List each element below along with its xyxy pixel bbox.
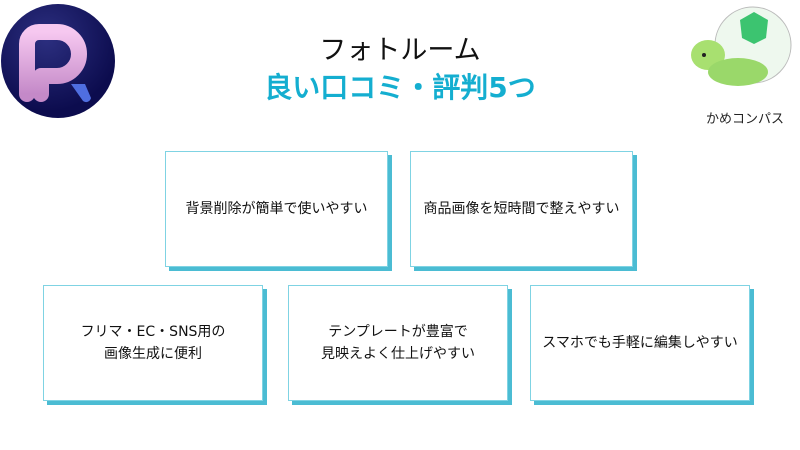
review-card: スマホでも手軽に編集しやすい (530, 285, 750, 401)
review-card: 背景削除が簡単で使いやすい (165, 151, 388, 267)
photoroom-logo (1, 4, 115, 118)
review-card: フリマ・EC・SNS用の 画像生成に便利 (43, 285, 263, 401)
brand-label: かめコンパス (705, 112, 784, 127)
photoroom-r-icon (19, 24, 91, 103)
review-card: テンプレートが豊富で 見映えよく仕上げやすい (288, 285, 508, 401)
turtle-compass-icon (691, 6, 792, 86)
page-subtitle: 良い口コミ・評判5つ (264, 71, 536, 104)
page-title: フォトルーム (319, 35, 481, 66)
review-card: 商品画像を短時間で整えやすい (410, 151, 633, 267)
